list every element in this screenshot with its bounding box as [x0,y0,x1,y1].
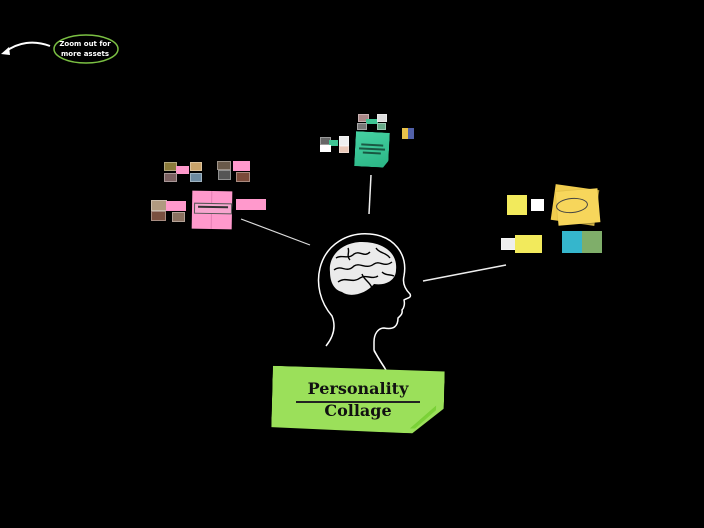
pink-sticky-note[interactable] [191,190,233,230]
mini-note[interactable] [176,166,189,174]
mini-note[interactable] [233,161,250,171]
thumbnail-image[interactable] [358,114,369,122]
mini-note[interactable] [507,195,527,215]
infographic-image-left[interactable] [562,231,582,253]
thumbnail-image[interactable] [217,161,231,170]
thumbnail-image[interactable] [151,200,167,211]
thumbnail-image[interactable] [377,114,387,122]
thumbnail-image[interactable] [339,136,349,146]
mini-note[interactable] [515,235,542,253]
infographic-image-right[interactable] [582,231,602,253]
thumbnail-image[interactable] [190,162,202,171]
head-brain-icon[interactable] [312,228,417,373]
thumbnail-image[interactable] [190,173,202,182]
title-line2: Collage [324,401,392,420]
zoom-hint: Zoom out for more assets [54,35,116,63]
teal-sticky-note[interactable] [354,131,390,168]
book-cover-image[interactable] [402,128,408,139]
mini-note[interactable] [329,140,338,146]
thumbnail-image[interactable] [501,238,516,250]
thumbnail-image[interactable] [377,123,386,130]
thumbnail-image[interactable] [320,145,331,152]
thumbnail-image[interactable] [357,123,367,130]
mini-note[interactable] [236,199,266,210]
thumbnail-image[interactable] [339,146,349,153]
title-text: Personality Collage [272,378,444,422]
title-line1: Personality [307,379,409,398]
thumbnail-image[interactable] [164,173,177,182]
mini-note[interactable] [166,201,186,211]
mini-note[interactable] [366,119,378,124]
thumbnail-image[interactable] [218,170,231,180]
hint-oval-icon [53,34,119,64]
hint-line1: Zoom out for [59,40,111,48]
thumbnail-image[interactable] [531,199,544,211]
hint-line2: more assets [60,50,110,58]
thumbnail-image[interactable] [172,212,185,222]
title-divider [296,401,420,403]
thumbnail-image[interactable] [151,211,166,221]
thumbnail-image[interactable] [236,172,250,182]
book-cover-image[interactable] [408,128,414,139]
